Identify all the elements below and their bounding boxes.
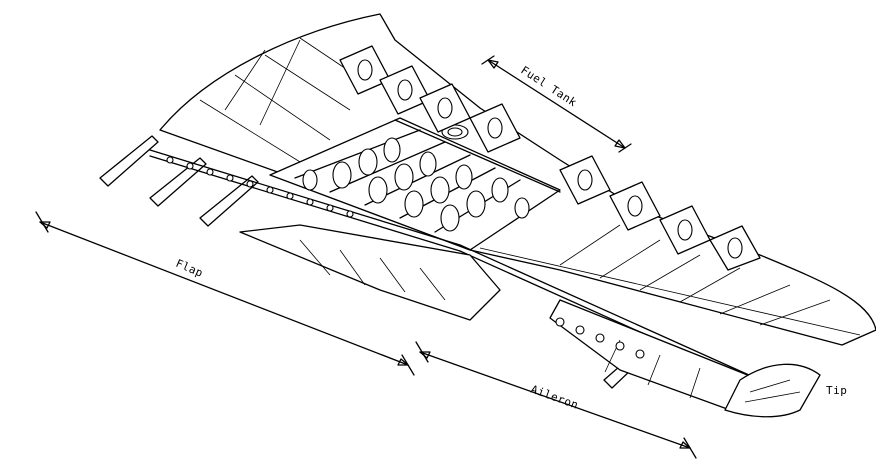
aileron-label: Aileron bbox=[529, 383, 580, 412]
tip-label: Tip bbox=[826, 384, 847, 397]
wing-tip bbox=[724, 363, 821, 418]
fuel-tank-label: Fuel Tank bbox=[518, 64, 579, 110]
leading-edge-ribs bbox=[339, 45, 761, 271]
flap-and-aileron-panels bbox=[239, 224, 761, 411]
exposed-rib-structure bbox=[149, 117, 761, 387]
